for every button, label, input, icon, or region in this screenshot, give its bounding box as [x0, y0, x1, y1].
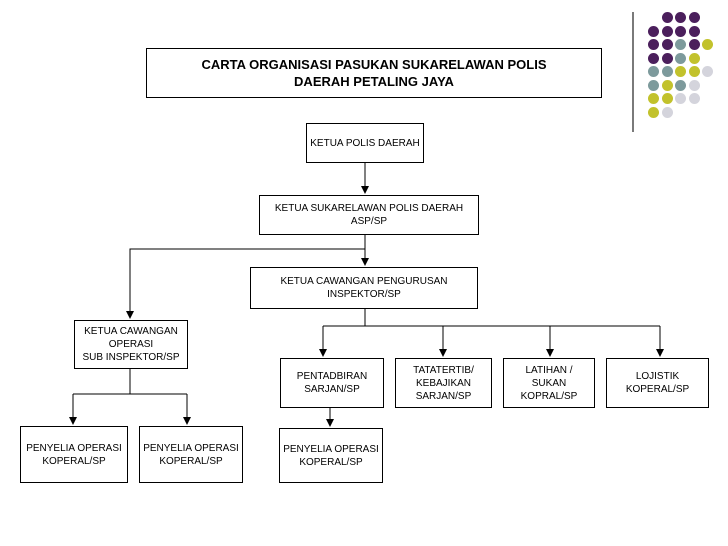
decor-dot [675, 52, 686, 64]
decor-dot [661, 52, 673, 64]
node-ketua-sukarelawan: KETUA SUKARELAWAN POLIS DAERAH ASP/SP [259, 195, 479, 235]
node-penyelia-operasi-3: PENYELIA OPERASI KOPERAL/SP [279, 428, 383, 483]
node-penyelia-operasi-1: PENYELIA OPERASI KOPERAL/SP [20, 426, 128, 483]
decor-dot [661, 12, 673, 23]
decor-dot [675, 39, 686, 50]
decor-dot [675, 12, 686, 23]
decor-dot [648, 93, 659, 104]
decor-dot [661, 106, 673, 118]
decor-dot [661, 66, 673, 77]
decor-dot [688, 39, 700, 50]
decor-vertical-rule [632, 12, 634, 132]
decor-dot [648, 25, 659, 37]
chart-title: CARTA ORGANISASI PASUKAN SUKARELAWAN POL… [146, 48, 602, 98]
decor-dot [648, 79, 659, 91]
decor-dot [675, 25, 686, 37]
decor-dot [661, 25, 673, 37]
decor-dot [688, 52, 700, 64]
node-tatatertib: TATATERTIB/ KEBAJIKAN SARJAN/SP [395, 358, 492, 408]
node-ketua-cawangan-pengurusan: KETUA CAWANGAN PENGURUSAN INSPEKTOR/SP [250, 267, 478, 309]
node-logistik: LOJISTIK KOPERAL/SP [606, 358, 709, 408]
decor-dot [661, 93, 673, 104]
decor-dot [702, 39, 713, 50]
decor-dot [661, 79, 673, 91]
decor-dot [675, 66, 686, 77]
node-latihan: LATIHAN / SUKAN KOPRAL/SP [503, 358, 595, 408]
node-ketua-polis-daerah: KETUA POLIS DAERAH [306, 123, 424, 163]
node-ketua-cawangan-operasi: KETUA CAWANGAN OPERASI SUB INSPEKTOR/SP [74, 320, 188, 369]
decor-dot [648, 39, 659, 50]
decor-dot [675, 93, 686, 104]
node-penyelia-operasi-2: PENYELIA OPERASI KOPERAL/SP [139, 426, 243, 483]
decor-dot [648, 106, 659, 118]
decor-dot [688, 93, 700, 104]
decor-dot [675, 79, 686, 91]
node-pentadbiran: PENTADBIRAN SARJAN/SP [280, 358, 384, 408]
decor-dot [648, 52, 659, 64]
decor-dot [661, 39, 673, 50]
decor-dot [688, 25, 700, 37]
decor-dot [688, 12, 700, 23]
decor-dot [688, 66, 700, 77]
decor-dot [648, 66, 659, 77]
decor-dot [702, 66, 713, 77]
decor-dot [688, 79, 700, 91]
connector-sukarelawan-to-operasi [126, 248, 365, 319]
